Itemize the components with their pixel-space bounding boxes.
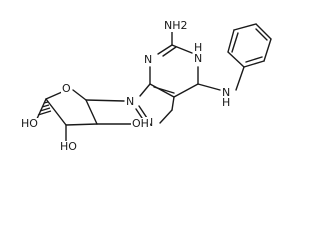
atom-label-ho-c5: HO [20,117,39,130]
atom-label-nh-amine-hydrogen: H [221,96,232,109]
bond-lines [35,23,272,142]
atom-label-nh-amine: N [221,86,232,99]
atom-label-oh-c2: OH [131,117,150,130]
atom-label-n9: N [125,95,136,108]
molecule-structure [35,23,272,142]
atom-label-ring-oxygen: O [61,82,72,95]
hashed-wedge-c4-c5 [37,101,52,116]
atom-label-ho-c3: HO [59,140,78,153]
atom-label-nh2: NH2 [163,19,189,32]
atom-label-n1-hydrogen: H [193,41,204,54]
structure-diagram: NH2 N N H N N N H O HO OH HO [20,19,272,153]
atom-label-n1: N [193,52,204,65]
atom-label-n3: N [143,53,154,66]
